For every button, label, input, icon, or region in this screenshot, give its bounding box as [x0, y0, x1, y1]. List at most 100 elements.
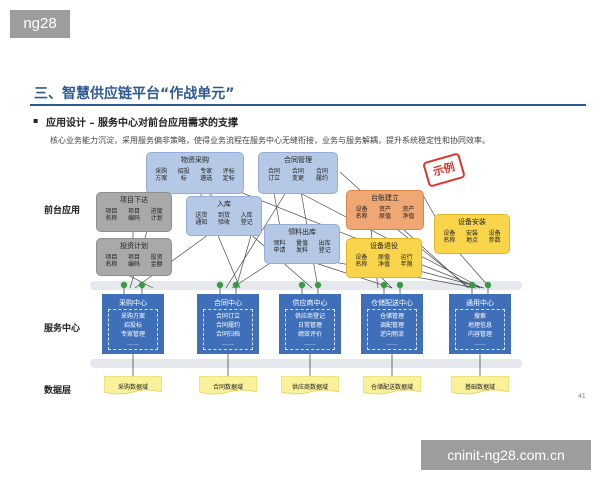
- watermark-top: ng28: [10, 10, 70, 38]
- service-item: 日常管理: [297, 322, 322, 329]
- service-item: 专家管理: [120, 331, 145, 338]
- module-item: 专家遴选: [200, 168, 213, 182]
- service-item: 招投标: [123, 322, 142, 329]
- service-item: 调配管理: [379, 322, 404, 329]
- module-item: 进度计划: [150, 208, 163, 222]
- module-inbound: 入库 送货通知 到货验收 入库登记: [186, 196, 262, 236]
- module-item: 安装地点: [465, 230, 478, 244]
- module-item: 招投标: [177, 168, 190, 182]
- module-investment-plan: 投资计划 项目名称 项目编码 投资金额: [96, 238, 172, 276]
- layer-band-lower: [90, 359, 522, 368]
- data-domain-shape: [281, 376, 339, 395]
- service-supplier-center: 供应商中心 供应商登记 日常管理 绩效评价 ……: [279, 294, 341, 354]
- module-item: 合同订立: [267, 168, 280, 182]
- module-item: 评标定标: [222, 168, 235, 182]
- service-contract-center: 合同中心 合同订立 合同履约 合同归档 ……: [197, 294, 259, 354]
- slide-description: 核心业务能力沉淀，采用服务偏非策略，使得业务流程在服务中心无缝衔接，业务与服务解…: [50, 136, 490, 145]
- module-item: 运行年限: [400, 254, 413, 268]
- layer-band-upper: [90, 281, 522, 290]
- module-item: 项目名称: [105, 208, 118, 222]
- data-domain-shape: [363, 376, 421, 395]
- module-equipment-retire: 设备退役 设备名称 原值净值 运行年限: [346, 238, 422, 278]
- data-domain-shape: [104, 376, 162, 395]
- module-item: 资产原值: [378, 206, 391, 220]
- module-title: 物资采购: [181, 156, 209, 164]
- service-title: 通用中心: [466, 299, 494, 307]
- data-domain-label: 采购数据域: [117, 384, 148, 391]
- module-item: 项目名称: [105, 254, 118, 268]
- service-general-center: 通用中心 搜索 地理信息 内容管理 ……: [449, 294, 511, 354]
- module-contract: 合同管理 合同订立 合同变更 合同履约: [258, 152, 338, 194]
- module-material-outbound: 领料出库 领料申请 量值发料 出库登记: [264, 224, 340, 264]
- service-item: 采购方案: [120, 313, 145, 320]
- data-domain-procurement: 采购数据域: [104, 376, 162, 396]
- slide-title: 三、智慧供应链平台“作战单元”: [34, 86, 235, 102]
- module-item: 原值净值: [377, 254, 390, 268]
- layer-label-front: 前台应用: [44, 206, 81, 216]
- service-item: 合同归档: [215, 331, 240, 338]
- service-title: 合同中心: [214, 299, 242, 307]
- data-domain-shape: [451, 376, 509, 395]
- module-item: 合同履约: [315, 168, 328, 182]
- service-item: 仓储管理: [379, 313, 404, 320]
- service-item: 供应商登记: [294, 313, 325, 320]
- module-item: 资产净值: [402, 206, 415, 220]
- module-item: 量值发料: [295, 240, 308, 254]
- slide-subtitle: 应用设计 – 服务中心对前台应用需求的支撑: [46, 118, 238, 129]
- service-title: 采购中心: [119, 299, 147, 307]
- module-item: 采购方案: [155, 168, 168, 182]
- layer-label-service: 服务中心: [44, 324, 81, 334]
- module-equipment-install: 设备安装 设备名称 安装地点 设备参数: [434, 214, 510, 254]
- page-number: 41: [578, 393, 586, 400]
- module-procurement: 物资采购 采购方案 招投标 专家遴选 评标定标: [146, 152, 244, 194]
- module-item: 设备名称: [443, 230, 456, 244]
- module-title: 入库: [217, 200, 231, 208]
- module-project-issue: 项目下达 项目名称 项目编码 进度计划: [96, 192, 172, 232]
- service-procurement-center: 采购中心 采购方案 招投标 专家管理 ……: [102, 294, 164, 354]
- service-item: 绩效评价: [297, 331, 322, 338]
- module-item: 送货通知: [195, 212, 208, 226]
- module-item: 合同变更: [291, 168, 304, 182]
- title-rule: [30, 104, 586, 106]
- service-item: 内容管理: [467, 331, 492, 338]
- bullet-marker: ▪: [33, 116, 39, 125]
- watermark-bottom: cninit-ng28.com.cn: [421, 440, 591, 470]
- module-item: 出库登记: [318, 240, 331, 254]
- service-title: 仓储配送中心: [371, 299, 413, 307]
- module-item: 设备参数: [488, 230, 501, 244]
- service-item: ……: [222, 340, 234, 347]
- module-title: 设备安装: [458, 218, 486, 226]
- service-item: ……: [127, 340, 139, 347]
- data-domain-label: 仓储配送数据域: [370, 384, 413, 391]
- data-domain-label: 基础数据域: [464, 384, 495, 391]
- service-item: 逆向物流: [379, 331, 404, 338]
- service-item: 地理信息: [467, 322, 492, 329]
- service-title: 供应商中心: [292, 299, 328, 307]
- module-item: 领料申请: [273, 240, 286, 254]
- module-title: 领料出库: [288, 228, 316, 236]
- module-item: 设备名称: [355, 206, 368, 220]
- data-domain-shape: [199, 376, 257, 395]
- data-domain-label: 合同数据域: [212, 384, 243, 391]
- module-title: 项目下达: [120, 196, 148, 204]
- layer-label-data: 数据层: [44, 386, 72, 396]
- data-domain-supplier: 供应商数据域: [281, 376, 339, 396]
- module-title: 投资计划: [120, 242, 148, 250]
- module-item: 投资金额: [150, 254, 163, 268]
- service-item: 搜索: [473, 313, 486, 320]
- data-domain-basic: 基础数据域: [451, 376, 509, 396]
- module-item: 到货验收: [217, 212, 230, 226]
- module-title: 台账建立: [371, 194, 399, 202]
- service-item: ……: [386, 340, 398, 347]
- service-item: ……: [304, 340, 316, 347]
- service-item: ……: [474, 340, 486, 347]
- data-domain-contract: 合同数据域: [199, 376, 257, 396]
- data-domain-label: 供应商数据域: [291, 384, 328, 391]
- module-title: 合同管理: [284, 156, 312, 164]
- module-ledger: 台账建立 设备名称 资产原值 资产净值: [346, 190, 424, 230]
- module-item: 设备名称: [355, 254, 368, 268]
- service-item: 合同订立: [215, 313, 240, 320]
- module-item: 项目编码: [127, 254, 140, 268]
- module-item: 入库登记: [240, 212, 253, 226]
- service-warehouse-center: 仓储配送中心 仓储管理 调配管理 逆向物流 ……: [361, 294, 423, 354]
